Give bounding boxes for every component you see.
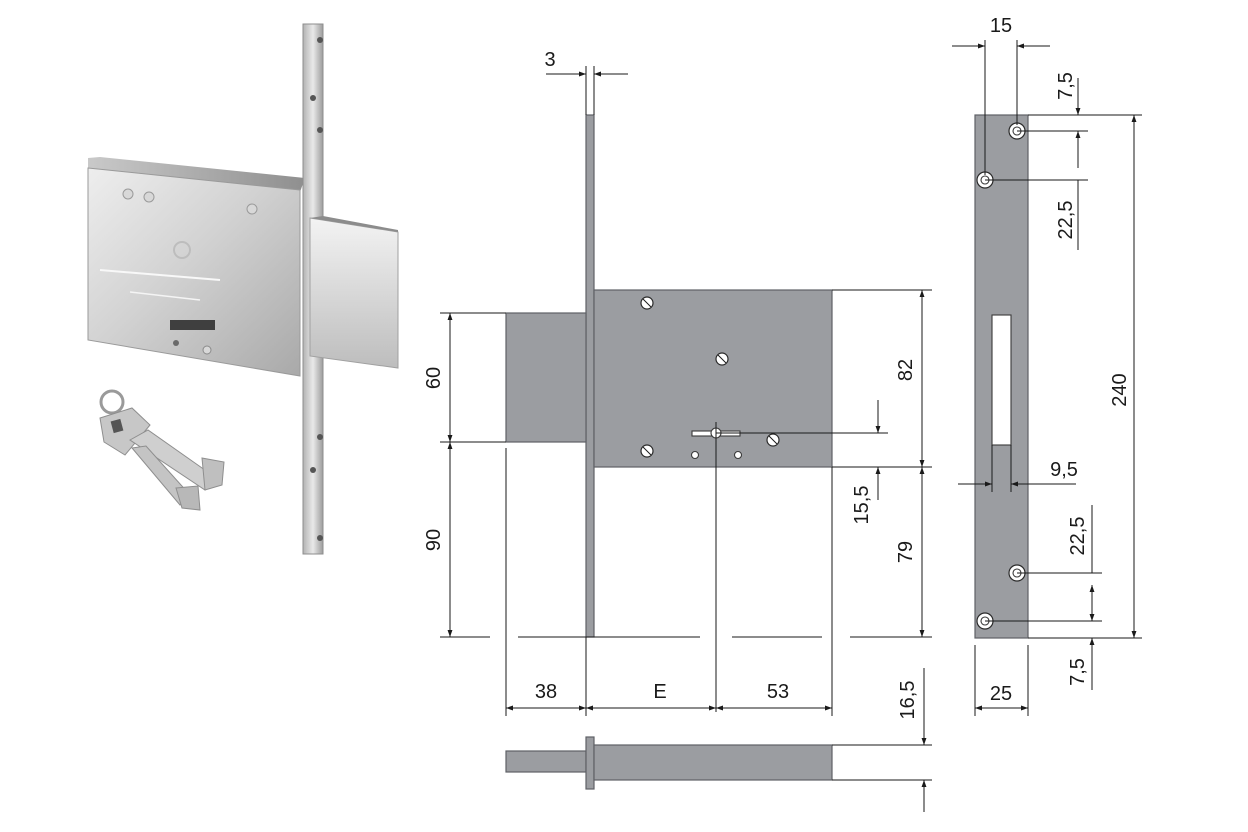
dim-height: 240 — [1109, 373, 1131, 406]
bolt-slot — [991, 314, 1012, 446]
dim-bolt-upper: 60 — [423, 367, 445, 389]
front-view-dimensions — [440, 66, 932, 716]
faceplate-bottom — [585, 736, 595, 790]
front-view — [505, 114, 888, 712]
keys-icon — [99, 389, 225, 511]
lock-case — [593, 289, 833, 468]
dim-faceplate-thickness: 3 — [544, 49, 555, 71]
bottom-view — [505, 668, 932, 812]
dim-backset: E — [653, 681, 666, 703]
faceplate-view — [974, 114, 1029, 639]
faceplate-front — [585, 114, 595, 638]
case-bottom — [593, 744, 833, 781]
dim-width: 25 — [990, 683, 1012, 705]
dim-case-right: 53 — [767, 681, 789, 703]
dim-slot-width: 9,5 — [1050, 459, 1078, 481]
dim-bottom-margin: 7,5 — [1067, 658, 1089, 686]
dim-bolt-throw: 38 — [535, 681, 557, 703]
lock-photo-icon — [87, 23, 399, 555]
screw-icon — [640, 296, 780, 458]
dim-lower-hole-gap: 22,5 — [1067, 517, 1089, 556]
dim-case-upper: 82 — [895, 359, 917, 381]
bolt-bottom — [505, 750, 587, 773]
dim-depth: 16,5 — [897, 681, 919, 720]
dim-top-margin: 7,5 — [1055, 72, 1077, 100]
dim-key-offset: 15,5 — [851, 486, 873, 525]
dim-case-lower: 79 — [895, 541, 917, 563]
bolt-front — [505, 312, 587, 443]
dim-hole-spacing: 15 — [990, 15, 1012, 37]
dim-bolt-lower: 90 — [423, 529, 445, 551]
dim-upper-hole-gap: 22,5 — [1055, 201, 1077, 240]
faceplate-view-dimensions — [952, 40, 1142, 716]
